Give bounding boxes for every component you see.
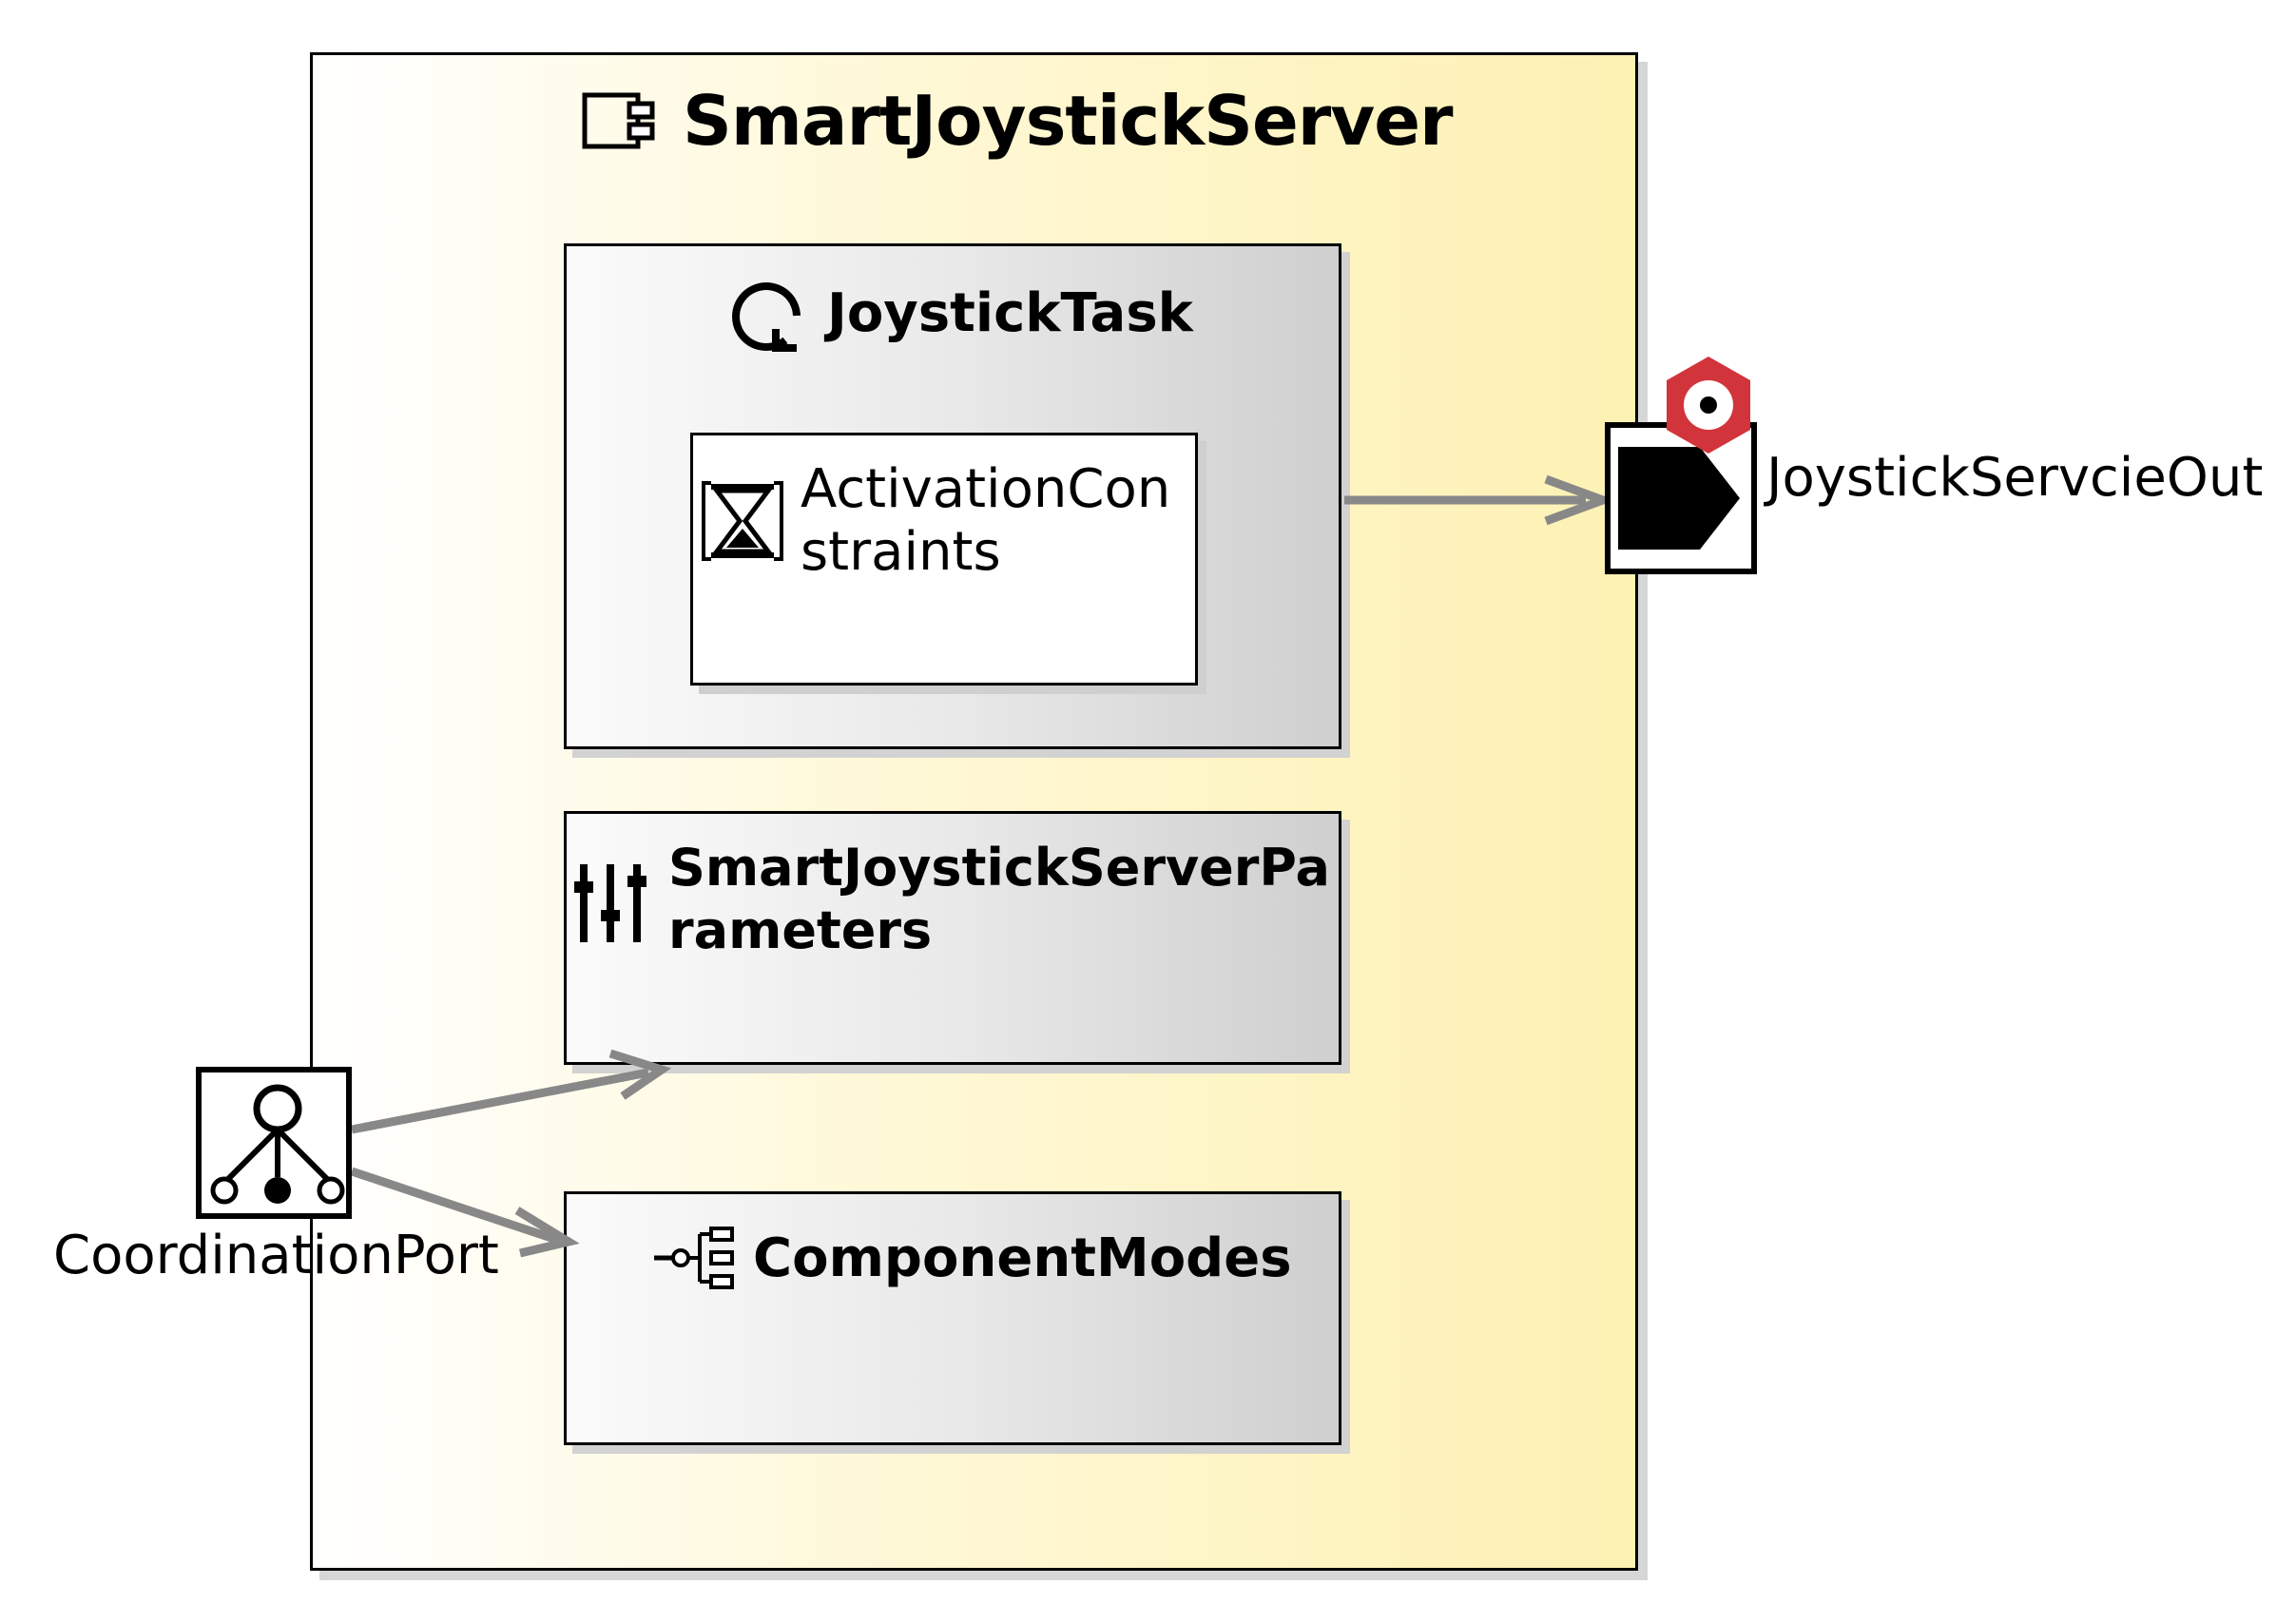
coordination-port[interactable] [196,1067,352,1219]
task-cycle-icon [732,282,801,352]
service-badge-icon [1667,357,1750,454]
output-port-icon [1618,447,1740,550]
component-modes-title: ComponentModes [652,1225,1292,1291]
output-port-label: JoystickServcieOut [1766,447,2264,509]
component-title: SmartJoystickServer [582,78,1454,164]
parameters-box[interactable] [564,811,1341,1065]
coordination-port-icon [210,1084,345,1205]
connector-coordination-to-parameters [351,1049,672,1134]
task-name: JoystickTask [827,281,1193,344]
connector-task-to-output [1344,474,1616,526]
component-icon [582,92,655,149]
component-name: SmartJoystickServer [683,81,1454,161]
mode-tree-icon [654,1227,734,1289]
parameters-label: SmartJoystickServerParameters [668,838,1330,960]
output-port[interactable] [1605,422,1757,574]
task-title: JoystickTask [728,272,1193,354]
component-modes-label: ComponentModes [753,1227,1292,1289]
component-modes-box[interactable] [564,1191,1341,1445]
hourglass-icon [702,481,783,561]
coordination-port-label: CoordinationPort [53,1225,499,1286]
sliders-icon [574,864,646,942]
activation-constraints-label: ActivationConstraints [801,458,1171,583]
connector-coordination-to-modes [350,1167,580,1258]
